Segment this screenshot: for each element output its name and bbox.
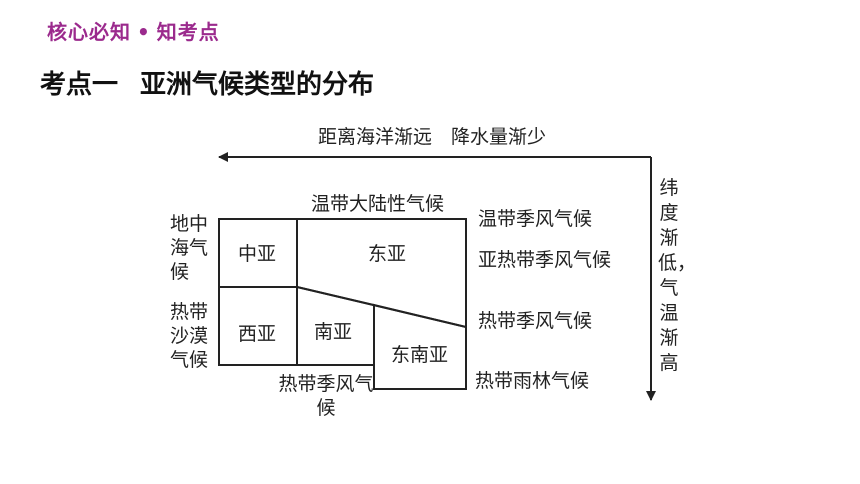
- section-header: 核心必知•知考点: [47, 16, 220, 45]
- right-label-tropical-rainforest: 热带雨林气候: [475, 370, 590, 392]
- latitude-arrow-label: 纬度渐低，气温渐高: [658, 177, 697, 374]
- page-title-main: 亚洲气候类型的分布: [140, 70, 375, 100]
- tropical-monsoon-bottom-label: 热带季风气候: [278, 373, 374, 419]
- region-box-east-asia: [296, 218, 467, 329]
- section-header-separator: •: [137, 20, 151, 44]
- region-east-asia: 东亚: [368, 243, 407, 265]
- region-west-asia: 西亚: [238, 323, 277, 345]
- region-southeast-asia: 东南亚: [391, 344, 449, 366]
- section-header-right: 知考点: [156, 20, 220, 44]
- region-central-asia: 中亚: [238, 243, 277, 265]
- page-title: 考点一亚洲气候类型的分布: [40, 64, 374, 101]
- right-label-temperate-monsoon: 温带季风气候: [478, 208, 593, 230]
- distance-arrow-label: 距离海洋渐远 降水量渐少: [318, 126, 547, 148]
- tropical-desert-label: 热带沙漠气候: [170, 301, 209, 371]
- right-label-tropical-monsoon: 热带季风气候: [478, 310, 593, 332]
- region-south-asia: 南亚: [314, 321, 353, 343]
- mediterranean-label: 地中海气候: [170, 213, 209, 283]
- temperate-continental-label: 温带大陆性气候: [311, 193, 445, 215]
- right-label-subtropical-monsoon: 亚热带季风气候: [478, 249, 612, 271]
- page-title-prefix: 考点一: [40, 70, 119, 100]
- section-header-left: 核心必知: [47, 20, 131, 44]
- region-box-southeast-asia: [373, 303, 467, 390]
